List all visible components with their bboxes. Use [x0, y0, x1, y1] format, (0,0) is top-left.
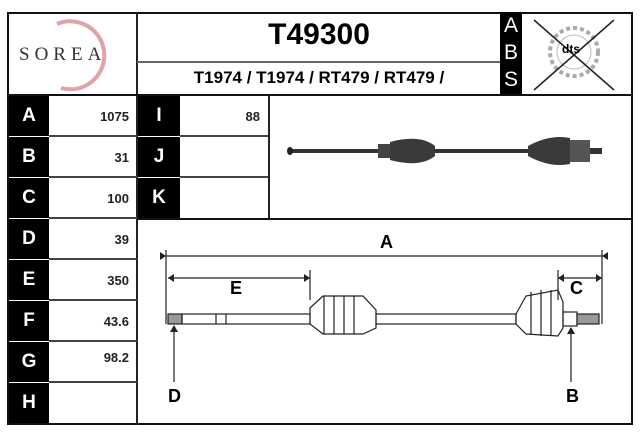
dim-value-f: 43.6 — [103, 313, 129, 329]
label-e: E — [230, 278, 243, 298]
driveshaft-photo — [270, 96, 630, 216]
dim-letter-d: D — [9, 219, 49, 259]
dim-value-i: 88 — [245, 108, 260, 124]
label-b: B — [566, 386, 579, 406]
dim-value-e: 350 — [107, 272, 129, 288]
dim-value-c: 100 — [107, 190, 129, 206]
label-a: A — [380, 232, 393, 252]
dim-letter-e: E — [9, 260, 49, 300]
dts-no-gear-icon: dts — [522, 12, 632, 95]
label-d: D — [168, 386, 181, 406]
dim-letter-i: I — [138, 96, 180, 136]
dim-letter-g: G — [9, 342, 49, 382]
dim-value-b: 31 — [114, 149, 129, 165]
dim-letter-c: C — [9, 178, 49, 218]
dim-value-d: 39 — [114, 231, 129, 247]
cross-references: T1974 / T1974 / RT479 / RT479 / — [193, 68, 445, 87]
dim-letter-j: J — [138, 137, 180, 177]
part-number: T49300 — [268, 18, 370, 51]
label-c: C — [570, 278, 583, 298]
dim-letter-f: F — [9, 301, 49, 341]
dim-value-k — [180, 178, 268, 218]
dim-letter-b: B — [9, 137, 49, 177]
dim-value-h — [49, 383, 137, 423]
dim-value-a: 1075 — [100, 108, 129, 124]
dim-value-j — [180, 137, 268, 177]
dim-letter-k: K — [138, 178, 180, 218]
sorea-logo: SOREA — [9, 14, 137, 95]
dim-letter-h: H — [9, 383, 49, 423]
svg-text:SOREA: SOREA — [19, 44, 106, 65]
dimension-diagram: A E C D B — [138, 220, 630, 423]
dim-value-g: 98.2 — [103, 349, 129, 365]
dim-letter-a: A — [9, 96, 49, 136]
logo-swoosh-icon: SOREA — [19, 19, 107, 92]
